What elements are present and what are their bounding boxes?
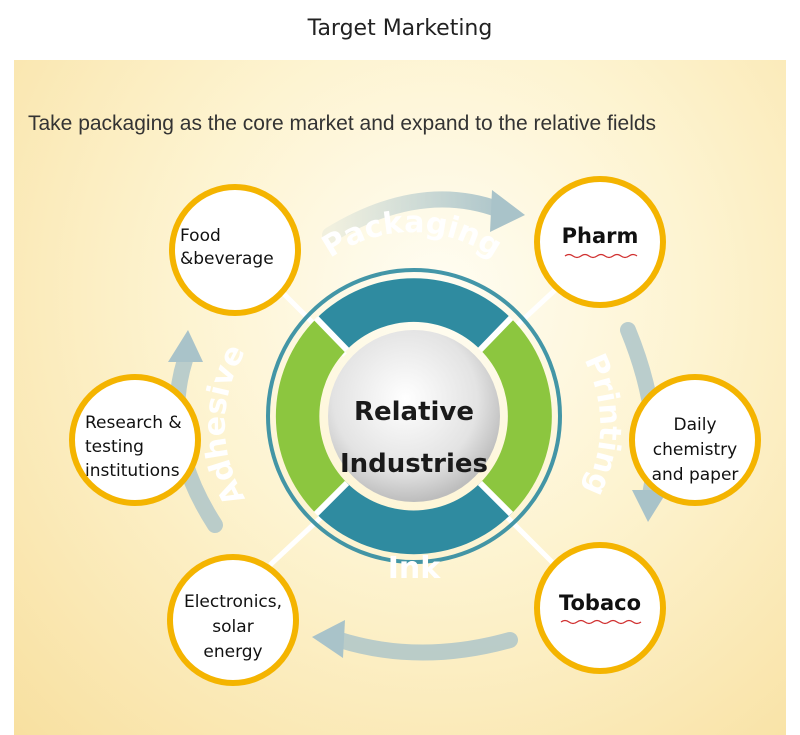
node-research-line3: institutions xyxy=(85,461,180,481)
svg-text:Packaging: Packaging xyxy=(316,205,508,265)
node-electronics-line3: energy xyxy=(203,642,262,662)
center-label-line2: Industries xyxy=(340,449,488,479)
arrowhead-food-to-pharm xyxy=(490,190,525,232)
node-tobaco: Tobaco xyxy=(534,542,666,674)
center-label-line1: Relative xyxy=(354,397,474,427)
node-electronics: Electronics, solar energy xyxy=(167,554,299,686)
page-title: Target Marketing xyxy=(307,16,493,41)
ring-label-packaging: Packaging xyxy=(316,205,508,265)
ring-label-adhesive: Adhesive xyxy=(198,339,253,511)
node-electronics-line1: Electronics, xyxy=(184,592,282,612)
svg-text:Adhesive: Adhesive xyxy=(198,339,253,511)
node-research-line2: testing xyxy=(85,437,144,457)
node-food-line2: &beverage xyxy=(180,249,274,269)
center-circle xyxy=(328,330,500,502)
arrow-food-to-pharm xyxy=(322,191,508,243)
ring-segment-printing xyxy=(480,318,552,514)
arrowhead-tobaco-to-electronics xyxy=(312,620,345,658)
node-daily-line3: and paper xyxy=(652,465,739,485)
ring-segment-packaging xyxy=(316,278,512,350)
ring-segment-adhesive xyxy=(275,318,347,514)
node-daily-line1: Daily xyxy=(673,415,716,435)
node-pharm-line1: Pharm xyxy=(562,224,639,248)
arrowhead-pharm-to-daily xyxy=(632,490,668,522)
node-pharm: Pharm xyxy=(534,176,666,308)
node-research: Research & testing institutions xyxy=(69,374,201,506)
arrowhead-research-to-food xyxy=(168,330,203,362)
node-food: Food &beverage xyxy=(169,184,301,316)
arrow-tobaco-to-electronics xyxy=(332,632,518,661)
node-daily: Daily chemistry and paper xyxy=(629,374,761,506)
node-food-line1: Food xyxy=(180,226,221,246)
core-ring xyxy=(266,268,562,564)
node-daily-line2: chemistry xyxy=(653,440,737,460)
node-research-line1: Research & xyxy=(85,413,182,433)
ring-segment-ink xyxy=(316,482,512,555)
node-electronics-line2: solar xyxy=(212,617,253,637)
node-tobaco-line1: Tobaco xyxy=(559,591,641,615)
svg-text:Printing: Printing xyxy=(577,349,628,502)
diagram-subtitle: Take packaging as the core market and ex… xyxy=(28,112,657,135)
ring-label-ink: Ink xyxy=(388,551,442,586)
ring-label-printing: Printing xyxy=(577,349,628,502)
